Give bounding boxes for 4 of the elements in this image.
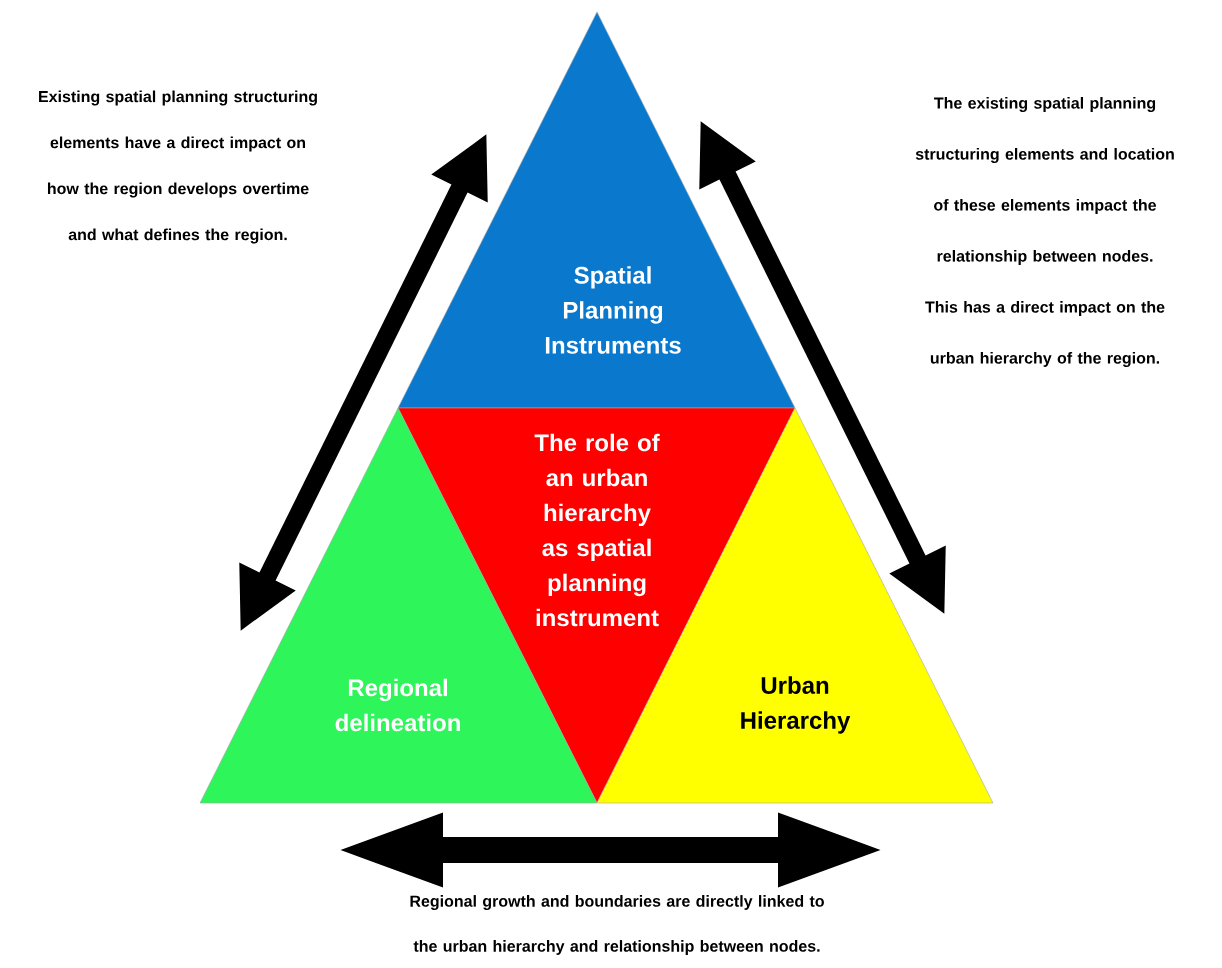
annotation-text: Existing spatial planning structuring elements have a direct impact on how the region develops overtime and what defines the region. (39, 90, 317, 244)
annotation-text: The existing spatial planning structuring elements and location of these elements impact the relationship between nodes. This has a direct impact on the urban hierarchy of the region. (915, 97, 1174, 367)
edge-label: Regional growth and boundaries are directly linked to the urban hierarchy and relationship between nodes. (410, 895, 824, 955)
triangle: Spatial Planning Instruments (397, 11, 796, 409)
